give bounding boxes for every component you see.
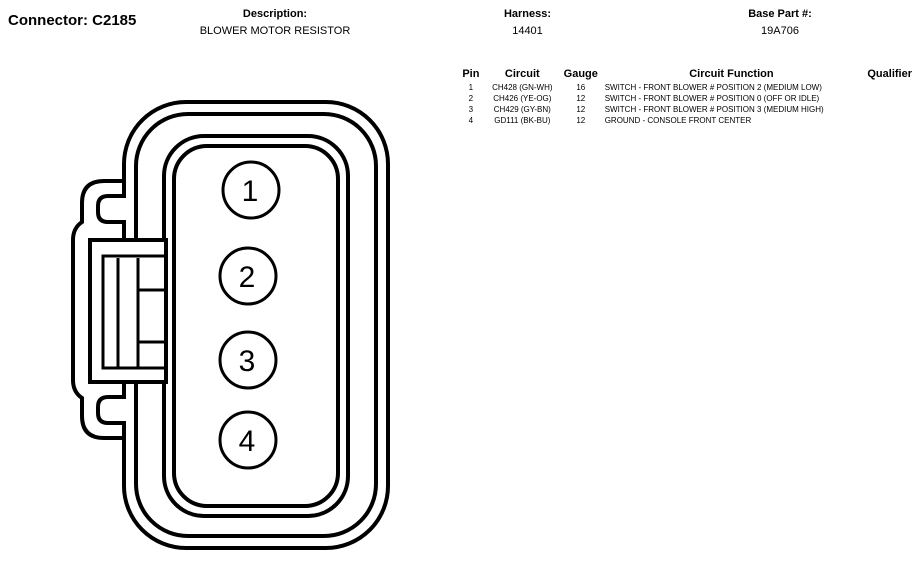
pin-2-label: 2 (239, 261, 256, 294)
col-header-qualifier: Qualifier (867, 68, 912, 80)
row-pin: 4 (468, 116, 474, 125)
row-gauge: 12 (576, 105, 586, 114)
locking-latch (71, 179, 168, 440)
col-header-circuit: Circuit (504, 68, 540, 80)
description-value: BLOWER MOTOR RESISTOR (199, 25, 351, 37)
pin-1-label: 1 (242, 175, 259, 208)
base-part-label: Base Part #: (748, 8, 812, 20)
row-gauge: 16 (576, 83, 586, 92)
row-pin: 3 (468, 105, 474, 114)
row-circuit: CH429 (GY-BN) (493, 105, 551, 114)
pin-2-circle (218, 246, 278, 306)
row-circuit: GD111 (BK-BU) (494, 116, 551, 125)
harness-label: Harness: (503, 8, 552, 20)
row-circuit: CH428 (GN-WH) (492, 83, 553, 92)
table-row: 1 CH428 (GN-WH) 16 SWITCH - FRONT BLOWER… (456, 82, 914, 93)
row-gauge: 12 (576, 116, 586, 125)
pin-1-circle (221, 160, 281, 220)
col-header-gauge: Gauge (563, 68, 598, 80)
row-circuit-function: SWITCH - FRONT BLOWER # POSITION 2 (MEDI… (604, 83, 822, 92)
harness-value: 14401 (512, 25, 543, 37)
row-circuit-function: SWITCH - FRONT BLOWER # POSITION 0 (OFF … (604, 94, 820, 103)
pin-3-circle (218, 330, 278, 390)
pin-cavity-inner (172, 144, 340, 508)
row-pin: 2 (468, 94, 474, 103)
pin-table: Pin Circuit Gauge Circuit Function Quali… (456, 68, 914, 126)
connector-title: Connector: C2185 (8, 12, 137, 29)
row-circuit-function: GROUND - CONSOLE FRONT CENTER (604, 116, 752, 125)
row-pin: 1 (468, 83, 474, 92)
pin-3-label: 3 (239, 345, 256, 378)
description-label: Description: (242, 8, 308, 20)
pin-4-circle (218, 410, 278, 470)
row-circuit: CH426 (YE-OG) (493, 94, 552, 103)
row-gauge: 12 (576, 94, 586, 103)
pin-table-header: Pin Circuit Gauge Circuit Function Quali… (456, 68, 914, 82)
base-part-value: 19A706 (761, 25, 799, 37)
col-header-circuit-function: Circuit Function (689, 68, 774, 80)
col-header-pin: Pin (462, 68, 480, 80)
table-row: 4 GD111 (BK-BU) 12 GROUND - CONSOLE FRON… (456, 115, 914, 126)
pin-4-label: 4 (239, 425, 256, 458)
row-circuit-function: SWITCH - FRONT BLOWER # POSITION 3 (MEDI… (604, 105, 824, 114)
table-row: 2 CH426 (YE-OG) 12 SWITCH - FRONT BLOWER… (456, 93, 914, 104)
table-row: 3 CH429 (GY-BN) 12 SWITCH - FRONT BLOWER… (456, 104, 914, 115)
